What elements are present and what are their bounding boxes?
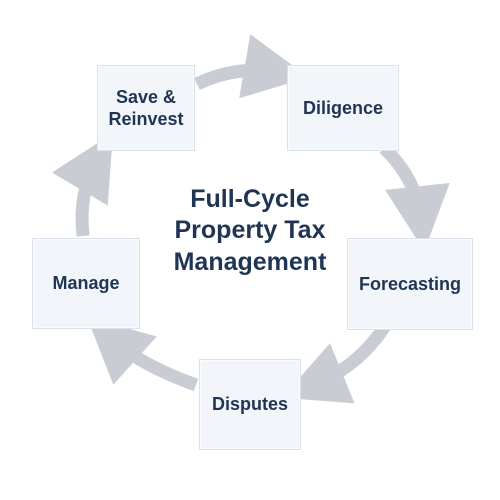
center-title-line: Property Tax [174,216,326,245]
arrow-manage-to-save [51,133,113,237]
stage-save-and-reinvest: Save & Reinvest [97,65,195,151]
arrow-disputes-to-manage [86,317,199,392]
center-title-line: Full-Cycle [190,185,310,213]
stage-diligence: Diligence [287,65,399,151]
arrow-forecasting-to-disputes [282,322,391,404]
center-title: Full-Cycle Property Tax Management [150,184,350,278]
stage-disputes: Disputes [199,359,301,450]
arrow-diligence-to-forecasting [379,143,450,252]
arrow-save-to-diligence [194,34,309,99]
stage-forecasting: Forecasting [347,238,473,330]
stage-manage: Manage [32,238,140,329]
center-title-line: Management [173,247,327,276]
